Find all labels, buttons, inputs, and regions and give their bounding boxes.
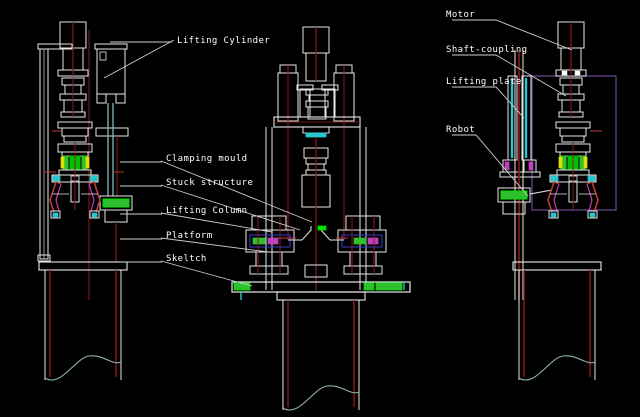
label-lifting-cylinder: Lifting Cylinder (177, 36, 271, 46)
label-lifting-column: Lifting Column (166, 206, 248, 216)
left-robot-gripper (49, 141, 101, 219)
center-clamp-left (245, 215, 296, 275)
label-skeltch: Skeltch (166, 254, 207, 264)
center-motor (302, 26, 330, 82)
label-clamping-mould: Clamping mould (166, 154, 248, 164)
right-lifting-plate (499, 75, 541, 178)
right-pedestal (512, 261, 602, 381)
label-motor: Motor (446, 10, 476, 20)
left-motor (57, 21, 89, 77)
left-lifting-cylinder (94, 43, 129, 196)
right-mast (514, 50, 524, 300)
left-shaft-coupling (52, 77, 93, 143)
label-platform: Platform (166, 231, 213, 241)
center-shaft-coupling (302, 88, 330, 138)
left-pedestal (38, 261, 128, 381)
center-lifting-cylinders (277, 64, 355, 240)
center-platform (231, 281, 411, 300)
robot-boundary-box (531, 75, 617, 211)
label-shaft-coupling: Shaft-coupling (446, 45, 528, 55)
front-view (231, 26, 411, 411)
leader-lines (103, 19, 573, 287)
left-side-view (37, 21, 133, 381)
right-robot-gripper (547, 141, 599, 219)
center-lifting-columns (265, 127, 367, 290)
label-lifting-plate: Lifting plate (446, 77, 522, 87)
right-motor (555, 21, 587, 77)
center-clamp-right (336, 215, 387, 275)
label-robot: Robot (446, 125, 476, 135)
center-pedestal (276, 291, 366, 411)
right-shaft-coupling (555, 77, 602, 143)
label-stuck-structure: Stuck structure (166, 178, 254, 188)
right-side-view (497, 21, 617, 381)
center-clamping-mould (301, 137, 331, 290)
left-lifting-frame (37, 43, 73, 262)
left-lower-bracket (99, 195, 133, 262)
